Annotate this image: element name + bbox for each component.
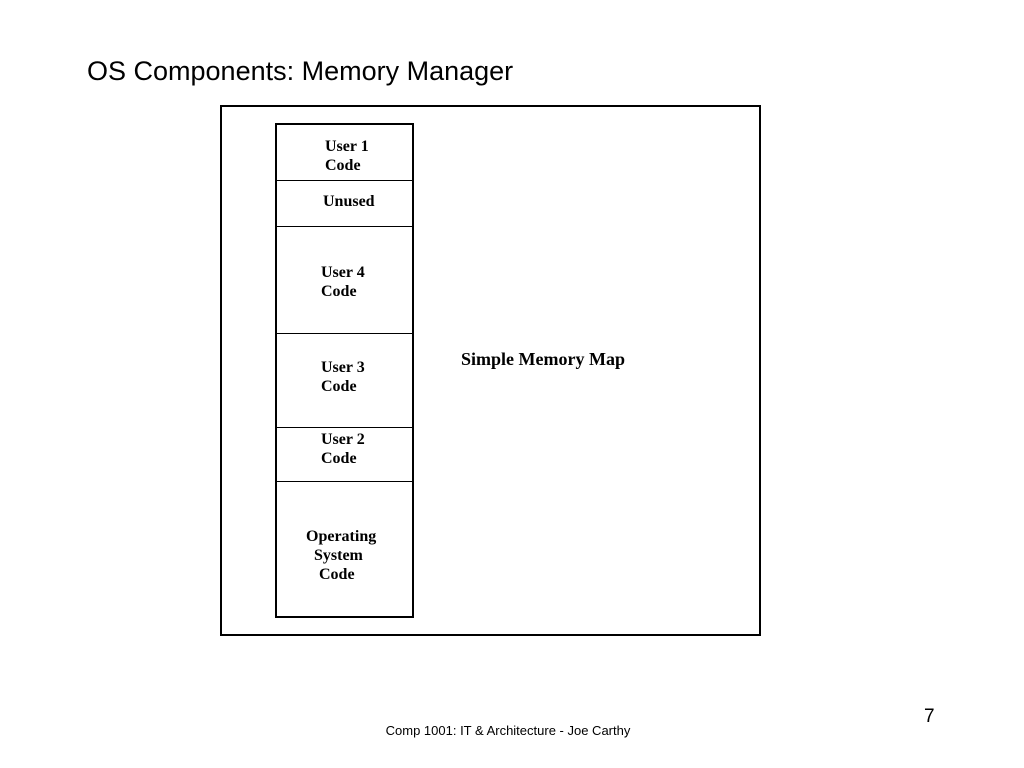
segment-label-line: User 1: [325, 138, 369, 155]
figure-frame: [220, 105, 761, 636]
memory-map-stack: User 1 Code Unused User 4 Code User 3 Co…: [275, 123, 414, 618]
segment-divider: [277, 427, 412, 428]
segment-label-line: Code: [321, 450, 357, 467]
segment-label-line: User 4: [321, 264, 365, 281]
segment-divider: [277, 180, 412, 181]
segment-label-line: Code: [319, 566, 355, 583]
segment-label-line: Code: [321, 283, 357, 300]
segment-label-line: Unused: [323, 193, 375, 210]
segment-divider: [277, 226, 412, 227]
segment-user-1-code: User 1 Code: [325, 137, 369, 175]
segment-user-4-code: User 4 Code: [321, 263, 365, 301]
segment-unused: Unused: [323, 192, 375, 211]
segment-user-2-code: User 2 Code: [321, 430, 365, 468]
segment-label-line: User 2: [321, 431, 365, 448]
segment-operating-system-code: Operating System Code: [306, 527, 376, 584]
segment-label-line: System: [314, 547, 363, 564]
segment-label-line: User 3: [321, 359, 365, 376]
segment-divider: [277, 333, 412, 334]
diagram-caption: Simple Memory Map: [461, 349, 625, 369]
slide-footer: Comp 1001: IT & Architecture - Joe Carth…: [385, 723, 631, 738]
segment-divider: [277, 481, 412, 482]
segment-label-line: Operating: [306, 528, 377, 545]
segment-label-line: Code: [321, 378, 357, 395]
segment-user-3-code: User 3 Code: [321, 358, 365, 396]
slide-title: OS Components: Memory Manager: [87, 56, 514, 86]
segment-label-line: Code: [325, 157, 361, 174]
page-number: 7: [924, 706, 935, 727]
